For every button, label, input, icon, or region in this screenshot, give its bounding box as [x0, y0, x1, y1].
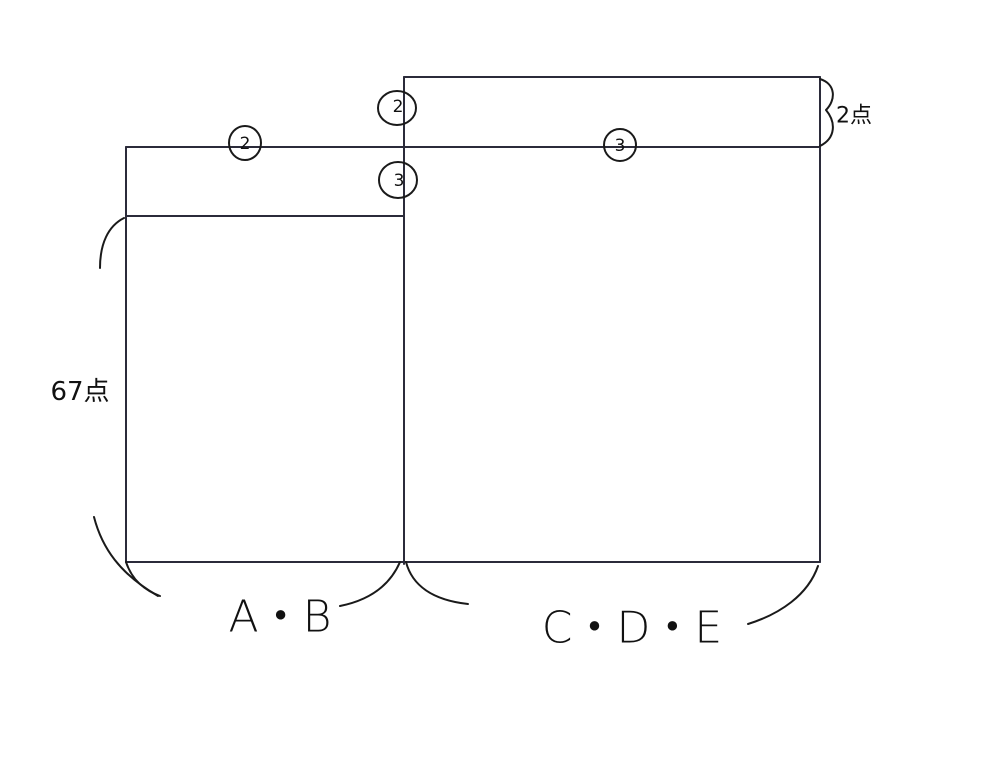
brace-upper-curve: [99, 217, 125, 269]
left-bar: [125, 146, 405, 563]
marker-circle: [378, 161, 418, 199]
left-bottom-brace: [125, 561, 401, 607]
left-group-label: A・B: [229, 592, 332, 643]
right-bar: [403, 76, 821, 563]
marker-circle: [377, 90, 417, 126]
marker-number: 2: [240, 134, 251, 154]
brace-left-end: [405, 561, 469, 605]
right-step-label: 2点: [836, 104, 872, 129]
marker-3-divider: 3: [378, 161, 418, 199]
marker-number: 2: [393, 97, 404, 117]
brace-left-end: [125, 561, 161, 597]
left-height-label: 67点: [50, 377, 109, 407]
marker-3-right: 3: [603, 128, 637, 162]
marker-circle: [228, 125, 262, 161]
brace-right-end: [747, 565, 819, 625]
marker-2-left: 2: [228, 125, 262, 161]
right-group-label: C・D・E: [542, 603, 722, 654]
marker-number: 3: [394, 171, 405, 191]
marker-number: 3: [615, 136, 626, 156]
brace-right-end: [339, 561, 401, 607]
marker-circle: [603, 128, 637, 162]
right-bottom-brace: [405, 561, 819, 625]
right-step-brace: [819, 78, 834, 147]
marker-2-divider: 2: [377, 90, 417, 126]
step-brace: [819, 78, 834, 147]
